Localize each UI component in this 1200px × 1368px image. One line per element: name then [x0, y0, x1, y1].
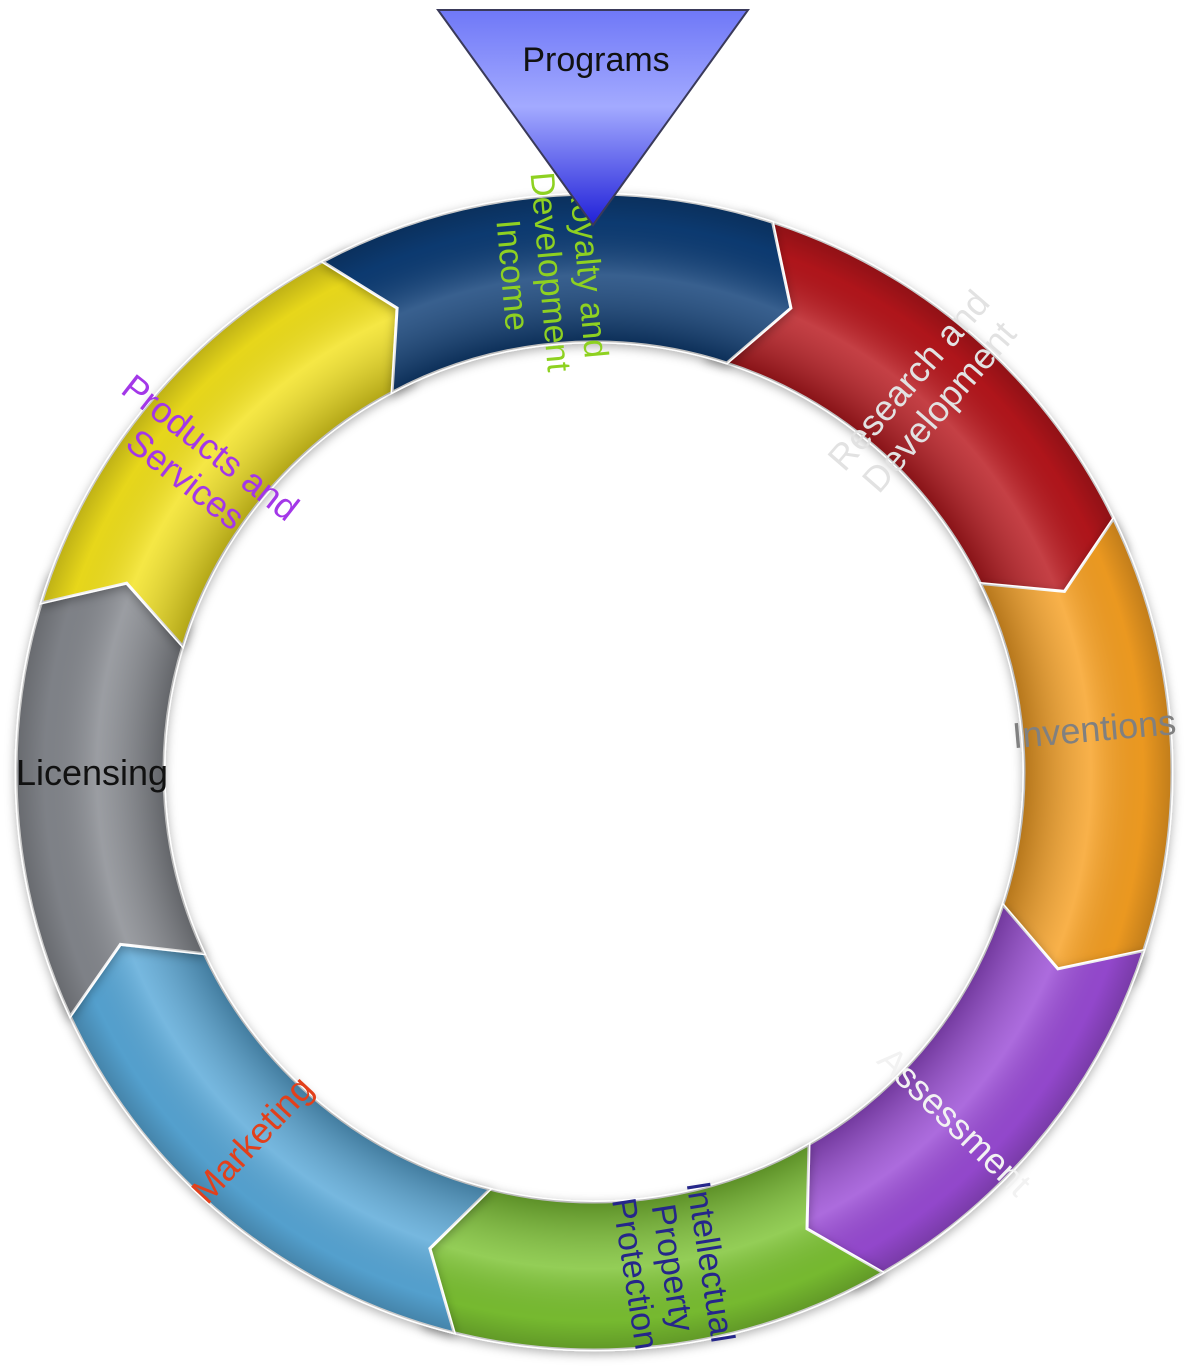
programs-entry: Programs	[436, 9, 750, 227]
segment-gloss-rd	[705, 213, 1127, 617]
programs-label: Programs	[522, 41, 669, 79]
segment-label-line: Licensing	[16, 752, 168, 793]
segment-gloss-rdi	[322, 194, 791, 393]
segment-gloss-mkt	[58, 919, 490, 1333]
segment-gloss-asm	[782, 904, 1144, 1287]
segment-gloss-ipp	[405, 1144, 883, 1350]
programs-triangle	[436, 9, 750, 227]
segment-gloss-inv	[980, 518, 1172, 993]
segment-gloss-pns	[41, 248, 422, 647]
segment-gloss-lic	[16, 559, 205, 1017]
labels-layer: Research andDevelopmentInventionsAssessm…	[16, 170, 1178, 1352]
segments-layer	[14, 192, 1174, 1352]
segment-label-lic: Licensing	[16, 752, 168, 793]
